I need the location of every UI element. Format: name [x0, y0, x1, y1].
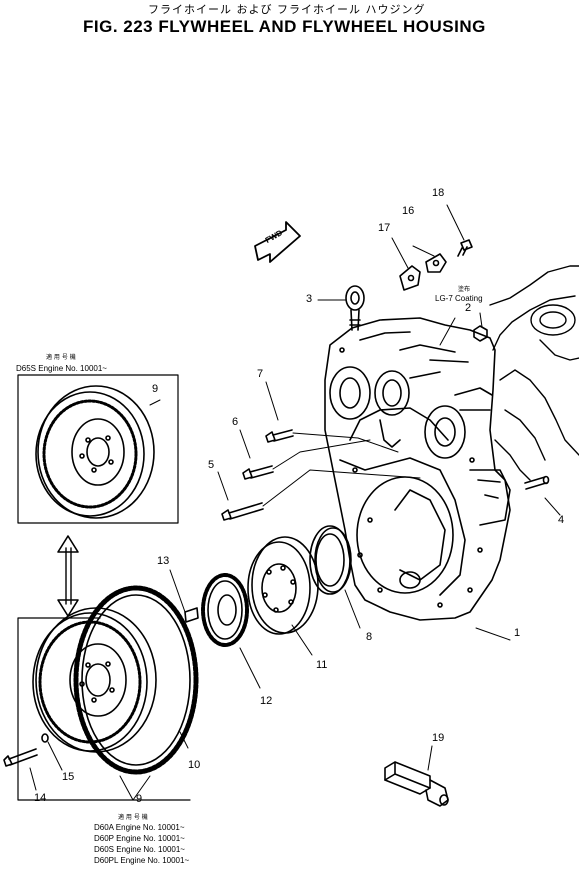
double-arrow-icon [57, 535, 79, 617]
washer-part-15 [41, 733, 49, 743]
part-label-12: 12 [260, 695, 273, 707]
bolt-part-18 [457, 239, 473, 257]
part-label-4: 4 [558, 514, 565, 526]
part-label-1: 1 [514, 627, 521, 639]
inset-box-bottom [17, 617, 191, 801]
eye-bolt-part-3 [345, 285, 365, 331]
leader-lines [29, 204, 561, 801]
part-label-19: 19 [432, 732, 445, 744]
part-label-8: 8 [366, 631, 373, 643]
gear-part-12 [201, 573, 249, 647]
part-label-13: 13 [157, 555, 170, 567]
part-label-17: 17 [378, 222, 391, 234]
bolt-part-5 [221, 502, 264, 521]
flywheel-part-9-top [35, 385, 155, 519]
gasket-part-17 [399, 265, 421, 291]
seal-part-8 [309, 525, 352, 595]
fwd-arrow-icon [254, 221, 301, 263]
part-label-15: 15 [62, 771, 75, 783]
coating-note: LG-7 Coating [435, 294, 483, 303]
disc-part-11 [247, 536, 319, 635]
inset-bottom-row: D60PL Engine No. 10001~ [94, 856, 190, 865]
nut-part-2 [473, 325, 488, 342]
inset-bottom-row: D60P Engine No. 10001~ [94, 834, 185, 843]
part-label-2: 2 [465, 302, 472, 314]
stud-part-4 [524, 475, 550, 490]
ring-gear-part-10 [73, 585, 199, 775]
inset-bottom-row: D60A Engine No. 10001~ [94, 823, 185, 832]
figure-subtitle-japanese: フライホイール および フライホイール ハウジング [148, 3, 426, 16]
engine-block-outline [489, 265, 579, 481]
inset-top-engine: D65S Engine No. 10001~ [16, 364, 107, 373]
bolt-part-7 [265, 429, 294, 443]
inset-bottom-jp: 適 用 号 機 [118, 814, 148, 821]
part-label-9-top: 9 [152, 383, 159, 395]
part-label-7: 7 [257, 368, 264, 380]
flywheel-part-9-bottom [32, 607, 157, 753]
part-label-5: 5 [208, 459, 215, 471]
part-label-11: 11 [316, 659, 328, 671]
bolt-guidelines [262, 432, 421, 507]
part-label-16: 16 [402, 205, 415, 217]
bolt-part-14 [3, 748, 38, 767]
part-label-10: 10 [188, 759, 201, 771]
dowel-part-13 [184, 607, 199, 623]
inset-top-jp: 適 用 号 機 [46, 354, 76, 361]
part-label-14: 14 [34, 792, 47, 804]
part-label-9-bottom: 9 [136, 793, 143, 805]
part-label-18: 18 [432, 187, 445, 199]
part-label-3: 3 [306, 293, 313, 305]
part-label-6: 6 [232, 416, 239, 428]
plate-part-16 [425, 253, 447, 273]
inset-bottom-row: D60S Engine No. 10001~ [94, 845, 185, 854]
inset-box-top [17, 374, 179, 524]
bolt-part-6 [242, 465, 274, 480]
coating-note-jp: 塗布 [458, 286, 471, 293]
tool-part-19 [384, 761, 449, 807]
figure-title: FIG. 223 FLYWHEEL AND FLYWHEEL HOUSING [83, 17, 486, 36]
flywheel-housing [324, 317, 511, 621]
